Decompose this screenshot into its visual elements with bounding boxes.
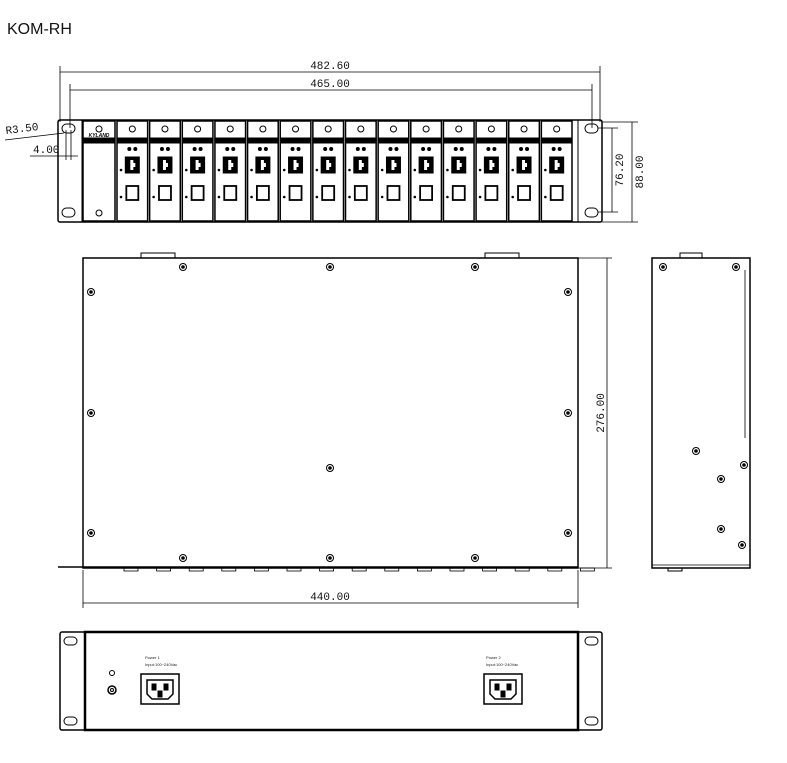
top-view <box>58 252 612 608</box>
screw-icon <box>326 464 334 472</box>
screw-icon <box>128 125 136 133</box>
dim-depth: 276.00 <box>596 393 608 433</box>
screw-icon <box>471 554 479 562</box>
screw-icon <box>161 125 169 133</box>
fiber-port-icon <box>484 185 499 201</box>
screw-icon <box>422 125 430 133</box>
rear-view <box>59 630 603 732</box>
screw-icon <box>179 263 187 271</box>
screw-icon <box>326 554 334 562</box>
front-view: KYLAND <box>57 119 603 223</box>
module-card <box>344 120 377 222</box>
dim-hole-vertical: 76.20 <box>615 153 627 186</box>
module-card <box>116 120 149 222</box>
fiber-port-icon <box>419 185 434 201</box>
screw-icon <box>564 409 572 417</box>
brand-label: KYLAND <box>89 133 110 139</box>
screw-icon <box>740 461 748 469</box>
mount-hole <box>584 207 599 218</box>
screw-icon <box>357 125 365 133</box>
fiber-port-icon <box>255 185 270 201</box>
dim-overall-height: 88.00 <box>635 155 647 188</box>
module-card <box>279 120 312 222</box>
cover-tab <box>484 252 520 259</box>
screw-icon <box>292 125 300 133</box>
fiber-port-icon <box>190 185 205 201</box>
ground-terminal-icon <box>107 685 117 695</box>
module-card <box>312 120 345 222</box>
screw-icon <box>95 209 103 217</box>
module-card <box>377 120 410 222</box>
power2-label: Power 2 <box>486 655 501 660</box>
fiber-port-icon <box>158 185 172 201</box>
screw-icon <box>226 125 234 133</box>
dim-overall-width: 482.60 <box>310 61 350 73</box>
module-card <box>410 120 443 222</box>
fiber-port-icon <box>288 185 303 201</box>
screw-icon <box>738 541 746 549</box>
module-card <box>214 120 247 222</box>
drawing-title: KOM-RH <box>7 21 72 38</box>
fiber-port-icon <box>549 185 564 201</box>
fiber-port-icon <box>517 185 531 201</box>
cover-tab <box>140 252 176 259</box>
module-card <box>246 120 279 222</box>
screw-icon <box>455 125 463 133</box>
mount-hole <box>584 123 599 134</box>
dim-hole-spacing: 465.00 <box>310 79 350 91</box>
screw-icon <box>471 263 479 271</box>
module-card <box>148 120 182 222</box>
side-outline <box>651 257 751 569</box>
screw-icon <box>564 288 572 296</box>
module-card <box>181 120 214 222</box>
fiber-port-icon <box>321 185 336 201</box>
ground-screw-icon <box>109 670 115 676</box>
power-card <box>82 120 116 222</box>
module-card <box>475 120 508 222</box>
fiber-port-icon <box>353 185 368 201</box>
screw-icon <box>179 554 187 562</box>
screw-icon <box>553 125 561 133</box>
power2-input: Input:100~240Vac <box>486 662 518 667</box>
screw-icon <box>717 525 725 533</box>
mount-hole <box>61 123 76 134</box>
screw-icon <box>87 288 95 296</box>
front-panel-outline <box>57 119 603 223</box>
power-inlet-2 <box>483 673 523 705</box>
fiber-port-icon <box>451 185 466 201</box>
power-inlet-1 <box>140 673 180 705</box>
screw-icon <box>324 125 332 133</box>
screw-icon <box>487 125 495 133</box>
screw-icon <box>564 529 572 537</box>
top-cover-outline <box>82 257 579 569</box>
mount-hole <box>61 207 76 218</box>
screw-icon <box>717 475 725 483</box>
module-slots <box>116 120 573 222</box>
power1-label: Power 1 <box>145 655 160 660</box>
module-card <box>442 120 475 222</box>
module-card <box>507 120 541 222</box>
side-view <box>651 252 751 572</box>
screw-icon <box>87 529 95 537</box>
fiber-port-icon <box>386 185 401 201</box>
screw-icon <box>326 263 334 271</box>
screw-icon <box>95 125 103 133</box>
dim-hole-offset: 4.00 <box>33 145 59 157</box>
screw-icon <box>259 125 267 133</box>
fiber-port-icon <box>125 185 140 201</box>
screw-icon <box>692 447 700 455</box>
power1-input: Input:100~240Vac <box>145 662 177 667</box>
brand-bar <box>83 137 115 144</box>
module-card <box>540 120 573 222</box>
fiber-port-icon <box>223 185 238 201</box>
screw-icon <box>732 263 740 271</box>
screw-icon <box>194 125 202 133</box>
screw-icon <box>389 125 397 133</box>
dim-body-width: 440.00 <box>310 592 350 604</box>
screw-icon <box>659 263 667 271</box>
screw-icon <box>87 409 95 417</box>
front-dimensions <box>4 66 638 223</box>
screw-icon <box>520 125 528 133</box>
dim-hole-radius: R3.50 <box>5 122 39 138</box>
